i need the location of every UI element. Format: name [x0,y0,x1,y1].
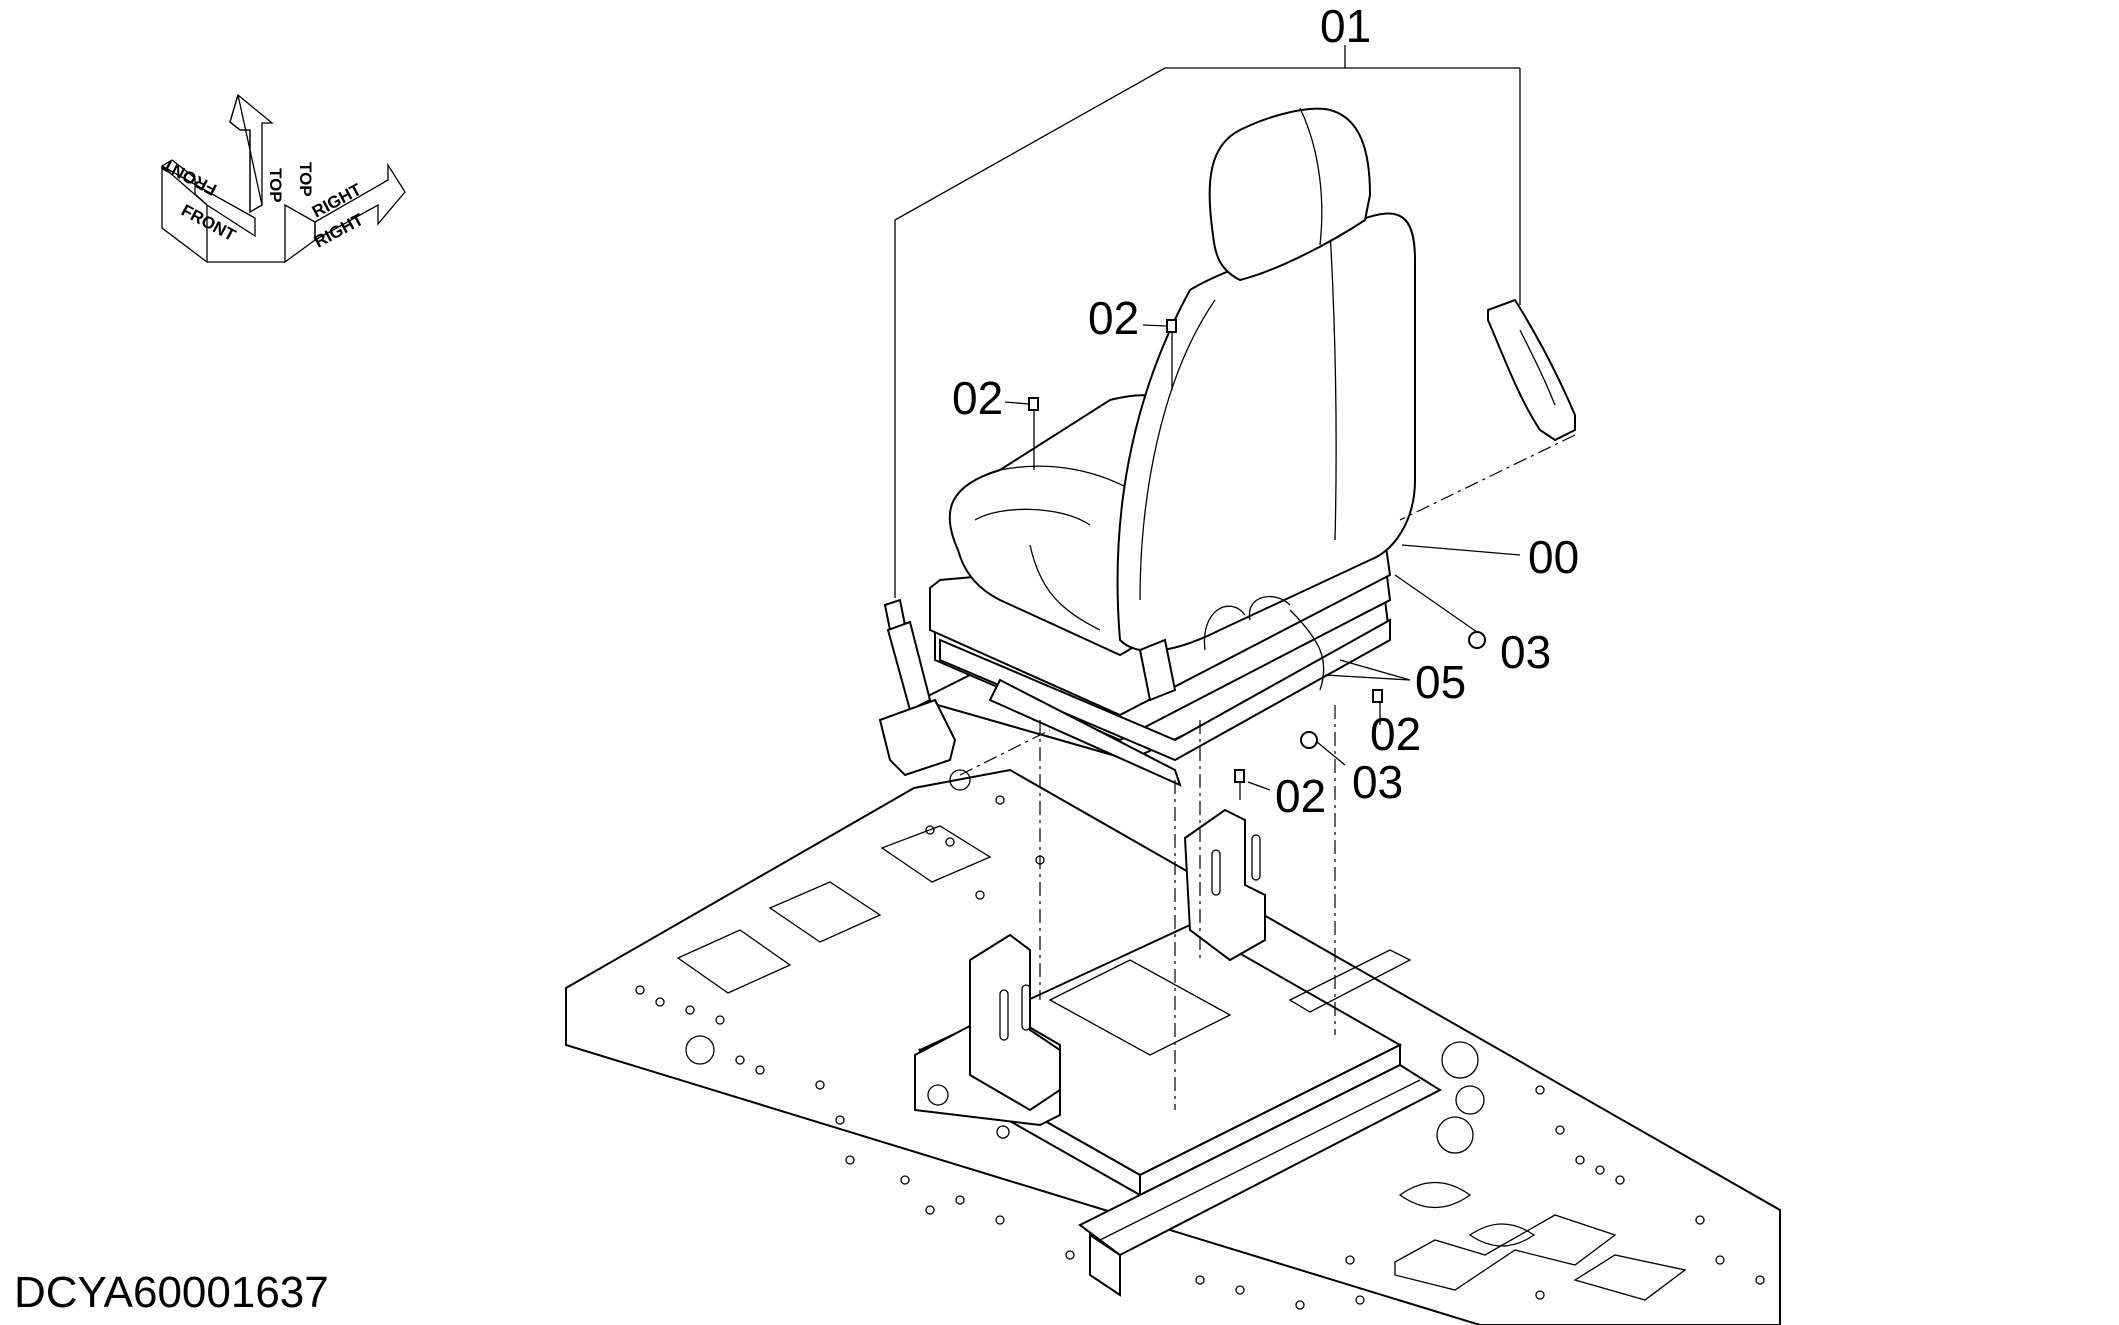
callout-01: 01 [1320,0,1371,52]
orientation-label-top: TOP [266,168,285,203]
armrest [1487,298,1576,442]
orientation-label-front-mirrored: FRONT [159,155,220,200]
svg-text:FRONT: FRONT [178,201,239,246]
svg-text:05: 05 [1415,656,1466,708]
drawing-id: DCYA60001637 [14,1268,329,1317]
callout-00: 00 [1528,531,1579,583]
orientation-indicator: FRONT FRONT TOP TOP RIGHT RIGHT [159,93,406,264]
seat-mount-frame [914,808,1443,1297]
seat-belt-buckle [878,598,971,791]
callout-03-lower: 03 [1352,756,1403,808]
svg-text:02: 02 [1370,708,1421,760]
assembly-centerlines [959,434,1576,1110]
floor-holes [635,795,1765,1310]
svg-text:00: 00 [1528,531,1579,583]
svg-text:02: 02 [1275,770,1326,822]
svg-text:TOP: TOP [266,168,285,203]
operator-seat [917,107,1416,787]
callout-02-top: 02 [1088,292,1139,344]
svg-text:02: 02 [952,372,1003,424]
svg-text:FRONT: FRONT [159,155,220,200]
svg-text:02: 02 [1088,292,1139,344]
orientation-label-top-rotated: TOP [296,162,315,197]
orientation-label-front: FRONT [178,201,239,246]
callout-02-left: 02 [952,372,1003,424]
svg-text:01: 01 [1320,0,1371,52]
callout-02-lower: 02 [1275,770,1326,822]
callout-03-right: 03 [1500,626,1551,678]
svg-text:03: 03 [1500,626,1551,678]
floor-plate [565,768,1781,1325]
leader-lines [894,45,1521,800]
svg-text:TOP: TOP [296,162,315,197]
svg-text:03: 03 [1352,756,1403,808]
callout-02-right: 02 [1370,708,1421,760]
callout-05: 05 [1415,656,1466,708]
